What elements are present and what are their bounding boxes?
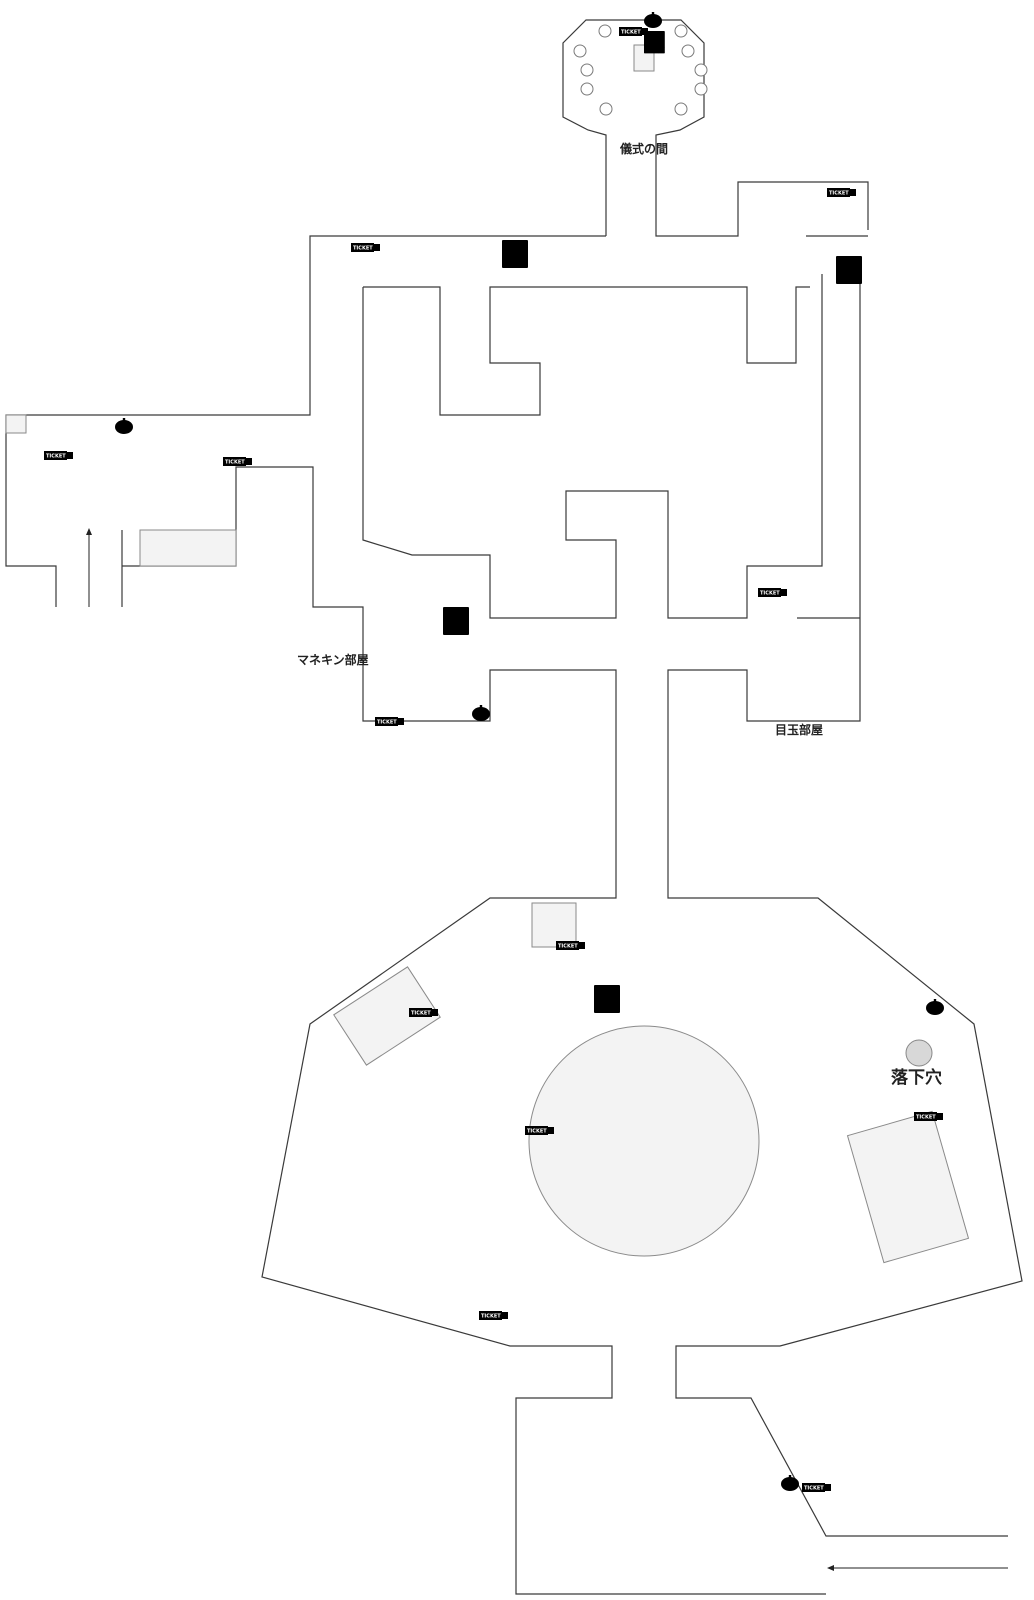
seat-icon [674, 102, 688, 116]
seat-icon [681, 44, 695, 58]
seat-icon [580, 63, 594, 77]
ticket-label: TICKET [411, 1011, 431, 1017]
seat-icon [573, 44, 587, 58]
ticket-label: TICKET [377, 720, 397, 726]
ritual-room-wall [562, 19, 869, 237]
pumpkin-icon[interactable] [115, 418, 133, 434]
furniture [5, 44, 970, 1264]
pumpkin-icon[interactable] [926, 999, 944, 1015]
note-icon[interactable] [502, 240, 528, 268]
ticket-icon[interactable]: TICKET [556, 941, 585, 950]
ticket-icon[interactable]: TICKET [223, 457, 252, 466]
table-left [333, 966, 441, 1066]
entrance-arrows [86, 528, 1008, 1571]
pumpkin-icon[interactable] [644, 12, 662, 28]
seat-icon [599, 102, 613, 116]
seat-icon [580, 82, 594, 96]
ticket-icon[interactable]: TICKET [827, 188, 856, 197]
ticket-icon[interactable]: TICKET [44, 451, 73, 460]
note-icon[interactable] [443, 607, 469, 635]
ticket-label: TICKET [558, 944, 578, 950]
drop-hole-icon [905, 1039, 933, 1067]
ticket-label: TICKET [804, 1486, 824, 1492]
pumpkin-icon[interactable] [472, 705, 490, 721]
ticket-icon[interactable]: TICKET [375, 717, 404, 726]
central-round-table [528, 1025, 760, 1257]
ticket-icon[interactable]: TICKET [914, 1112, 943, 1121]
ticket-icon[interactable]: TICKET [479, 1311, 508, 1320]
ticket-label: TICKET [481, 1314, 501, 1320]
ritual-seats [573, 24, 708, 116]
pumpkin-icon[interactable] [781, 1475, 799, 1491]
seat-icon [694, 82, 708, 96]
ticket-label: TICKET [353, 246, 373, 252]
ticket-label: TICKET [760, 591, 780, 597]
seat-icon [674, 24, 688, 38]
inner-block-wall [363, 286, 810, 416]
ticket-label: TICKET [621, 30, 641, 36]
ticket-icon[interactable]: TICKET [802, 1483, 831, 1492]
ticket-icon[interactable]: TICKET [351, 243, 380, 252]
table-right [846, 1110, 970, 1264]
note-icon[interactable] [836, 256, 862, 284]
ticket-label: TICKET [527, 1129, 547, 1135]
counter [139, 529, 237, 567]
corridor-wall-right [667, 256, 1023, 1537]
seat-icon [598, 24, 612, 38]
inner-block-wall [362, 274, 823, 619]
ticket-icon[interactable]: TICKET [619, 27, 648, 36]
note-icon[interactable] [594, 985, 620, 1013]
ticket-label: TICKET [225, 460, 245, 466]
ticket-label: TICKET [916, 1115, 936, 1121]
ticket-icon[interactable]: TICKET [525, 1126, 554, 1135]
ticket-icon[interactable]: TICKET [758, 588, 787, 597]
ticket-label: TICKET [46, 454, 66, 460]
corridor-wall-left [5, 235, 606, 607]
drop-hole-label: 落下穴 [891, 1067, 942, 1088]
ticket-icon[interactable]: TICKET [409, 1008, 438, 1017]
corner-block [5, 414, 27, 434]
mannequin-room-label: マネキン部屋 [297, 652, 369, 667]
ticket-label: TICKET [829, 191, 849, 197]
seat-icon [694, 63, 708, 77]
small-table [531, 902, 577, 948]
arrow-head-icon [86, 528, 92, 535]
ritual-room-label: 儀式の間 [619, 141, 668, 156]
corridor-wall [122, 466, 826, 1595]
arrow-head-icon [827, 1565, 834, 1571]
eyeball-room-label: 目玉部屋 [775, 722, 823, 737]
